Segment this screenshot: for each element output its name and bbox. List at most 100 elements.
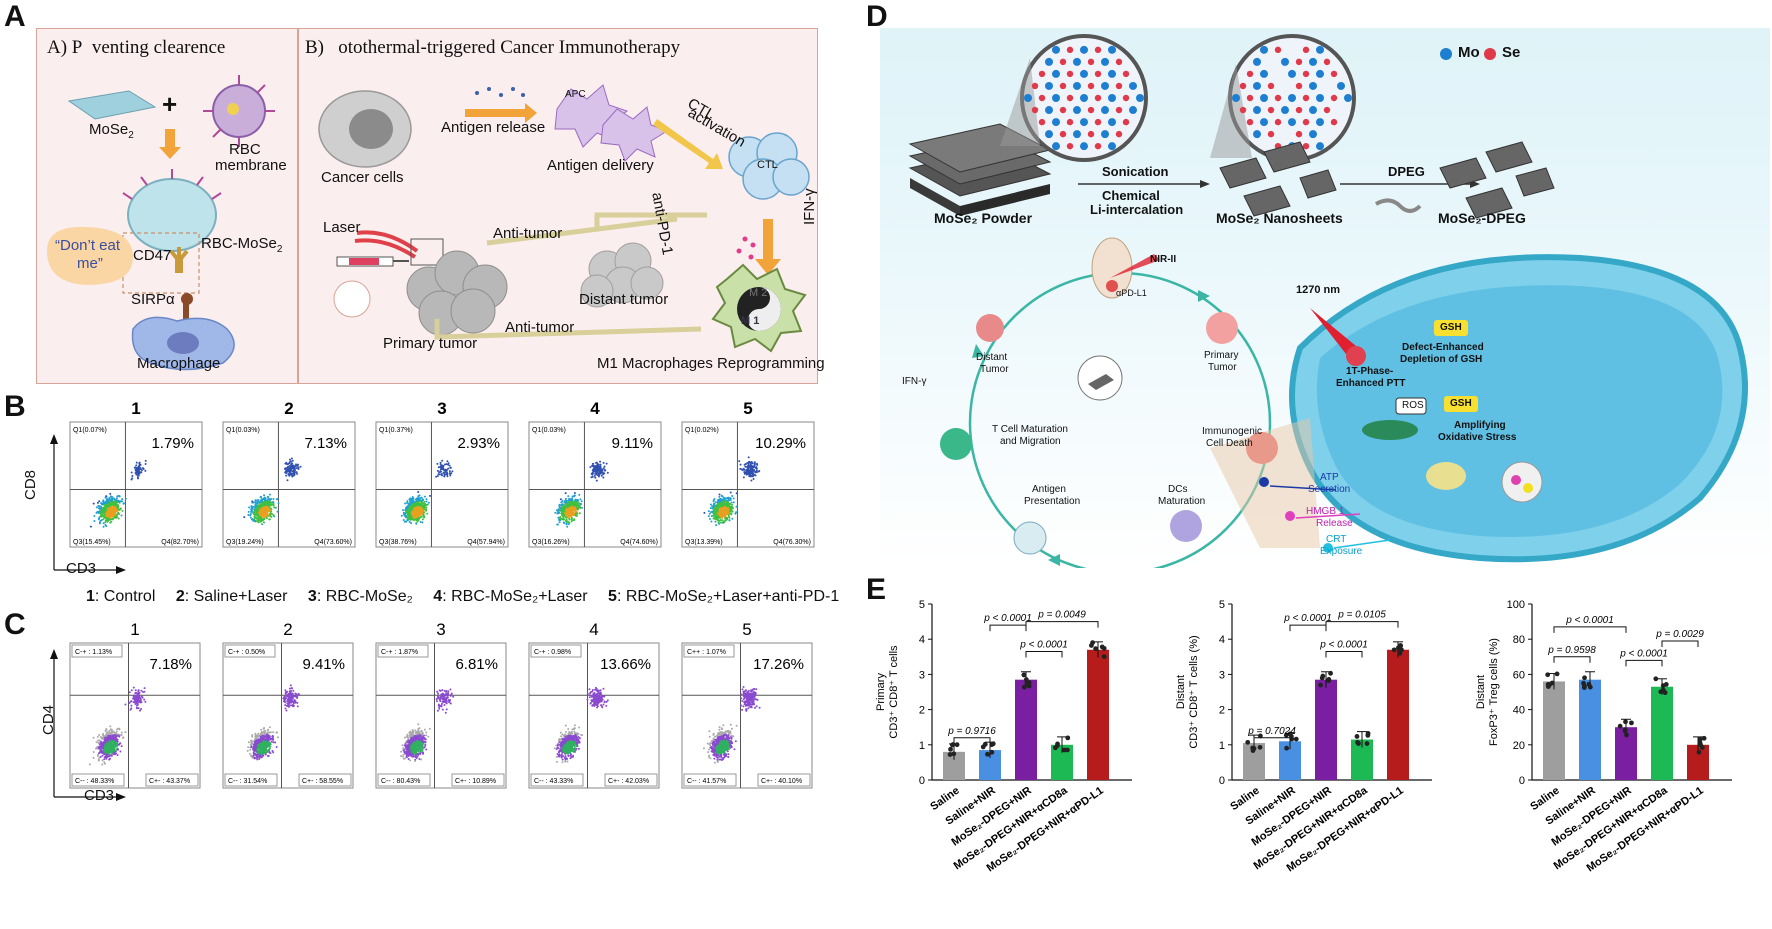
event-dot xyxy=(266,513,269,516)
event-dot xyxy=(103,515,106,518)
event-dot xyxy=(600,474,603,477)
event-dot xyxy=(109,757,112,760)
event-dot xyxy=(247,510,250,513)
event-dot xyxy=(571,511,574,514)
event-dot xyxy=(109,495,112,498)
plot-number: 1 xyxy=(130,620,139,639)
event-dot xyxy=(139,699,142,702)
event-dot xyxy=(579,506,582,509)
event-dot xyxy=(116,516,119,519)
event-dot xyxy=(93,519,96,522)
event-dot xyxy=(256,758,259,761)
event-dot xyxy=(447,467,450,470)
event-dot xyxy=(567,520,570,523)
event-dot xyxy=(112,747,115,750)
event-dot xyxy=(567,516,570,519)
event-dot xyxy=(418,514,421,517)
event-dot xyxy=(580,506,583,509)
event-dot xyxy=(124,497,127,500)
event-dot xyxy=(276,510,279,513)
event-dot xyxy=(97,505,100,508)
plot-number: 2 xyxy=(284,400,293,418)
event-dot xyxy=(562,515,565,518)
event-dot xyxy=(265,744,268,747)
event-dot xyxy=(276,736,279,739)
event-dot xyxy=(264,509,267,512)
event-dot xyxy=(409,739,412,742)
event-dot xyxy=(753,464,756,467)
event-dot xyxy=(252,501,255,504)
event-dot xyxy=(410,517,413,520)
event-dot xyxy=(445,708,448,711)
event-dot xyxy=(98,510,101,513)
event-dot xyxy=(717,498,720,501)
event-dot xyxy=(717,513,720,516)
event-dot xyxy=(285,472,288,475)
event-dot xyxy=(107,734,110,737)
event-dot xyxy=(745,473,748,476)
event-dot xyxy=(130,707,133,710)
event-dot xyxy=(248,752,251,755)
event-dot xyxy=(410,498,413,501)
event-dot xyxy=(130,689,133,692)
event-dot xyxy=(257,499,260,502)
flow-plot-frame xyxy=(375,421,509,548)
event-dot xyxy=(412,498,415,501)
event-dot xyxy=(256,751,259,754)
primary-tumor-icon xyxy=(406,250,508,336)
event-dot xyxy=(405,506,408,509)
event-dot xyxy=(104,750,107,753)
event-dot xyxy=(264,753,267,756)
panel-a-right-title: B) otothermal-triggered Cancer Immunothe… xyxy=(305,37,681,58)
event-dot xyxy=(120,500,123,503)
event-dot xyxy=(411,743,414,746)
syringe-icon xyxy=(336,256,409,267)
event-dot xyxy=(422,742,425,745)
event-dot xyxy=(117,494,120,497)
event-dot xyxy=(571,499,574,502)
event-dot xyxy=(136,467,139,470)
event-dot xyxy=(409,501,412,504)
event-dot xyxy=(566,510,569,513)
event-dot xyxy=(247,741,250,744)
event-dot xyxy=(441,459,444,462)
event-dot xyxy=(749,464,752,467)
event-dot xyxy=(293,695,296,698)
event-dot xyxy=(139,701,142,704)
panel-b-ylabel: CD8 xyxy=(22,469,39,500)
event-dot xyxy=(259,740,262,743)
event-dot xyxy=(404,757,407,760)
event-dot xyxy=(563,518,566,521)
event-dot xyxy=(419,742,422,745)
event-dot xyxy=(721,507,724,510)
event-dot xyxy=(285,469,288,472)
event-dot xyxy=(571,505,574,508)
event-dot xyxy=(137,689,140,692)
event-dot xyxy=(255,520,258,523)
event-dot xyxy=(408,731,411,734)
quadrant-label: C+- : 43.37% xyxy=(149,778,190,785)
event-dot xyxy=(743,470,746,473)
event-dot xyxy=(451,470,454,473)
sirpa-label: SIRPα xyxy=(131,291,175,308)
event-dot xyxy=(714,506,717,509)
event-dot xyxy=(755,469,758,472)
event-dot xyxy=(568,508,571,511)
event-dot xyxy=(258,743,261,746)
event-dot xyxy=(719,521,722,524)
event-dot xyxy=(260,507,263,510)
event-dot xyxy=(268,507,271,510)
event-dot xyxy=(252,519,255,522)
event-dot xyxy=(288,692,291,695)
event-dot xyxy=(439,696,442,699)
event-dot xyxy=(102,522,105,525)
event-dot xyxy=(556,511,559,514)
event-dot xyxy=(730,507,733,510)
event-dot xyxy=(602,476,605,479)
event-dot xyxy=(109,751,112,754)
event-dot xyxy=(296,472,299,475)
event-dot xyxy=(135,473,138,476)
quadrant-label: C+- : 58.55% xyxy=(302,778,343,785)
event-dot xyxy=(419,750,422,753)
event-dot xyxy=(137,471,140,474)
